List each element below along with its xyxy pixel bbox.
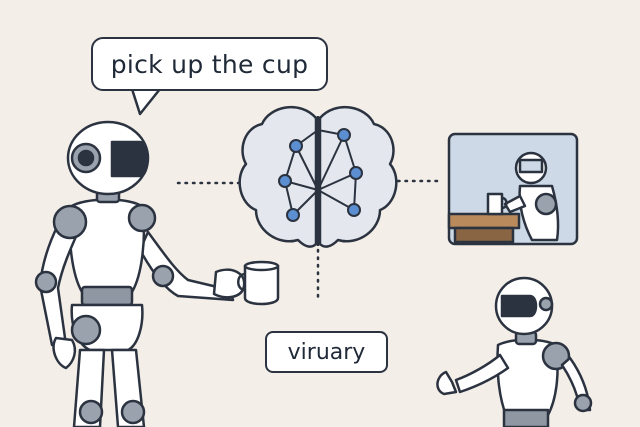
model-label: viruary (265, 331, 388, 373)
robot-icon (34, 120, 246, 427)
speech-text: pick up the cup (110, 49, 309, 79)
connector-lines (176, 179, 442, 302)
camera-view-icon (447, 132, 579, 246)
model-label-text: viruary (287, 339, 366, 365)
brain-network-icon (238, 105, 398, 248)
small-robot-icon (436, 276, 593, 427)
cup-icon (237, 260, 280, 306)
speech-bubble-tail (130, 88, 161, 116)
speech-bubble-icon: pick up the cup (91, 37, 328, 91)
